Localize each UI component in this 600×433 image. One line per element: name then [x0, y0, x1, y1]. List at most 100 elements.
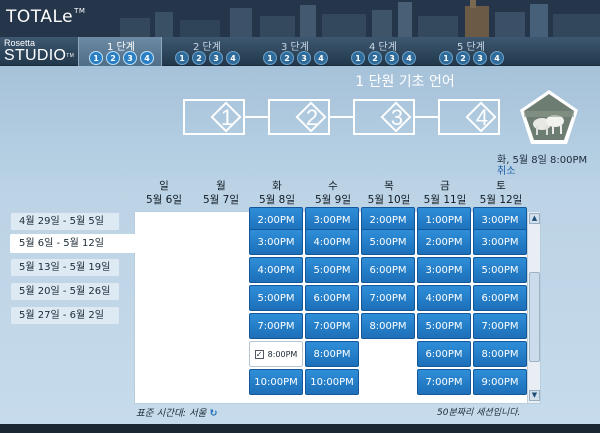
unit-button[interactable]: 4	[490, 51, 504, 65]
time-slot-button[interactable]: 7:00PM	[473, 313, 527, 339]
time-slot-button[interactable]: 6:00PM	[417, 341, 471, 367]
timezone-refresh-icon[interactable]: ↻	[209, 408, 218, 419]
day-date: 5월 10일	[367, 194, 411, 206]
time-slot-button[interactable]: 10:00PM	[249, 369, 303, 395]
time-slot-button[interactable]: 2:00PM	[417, 229, 471, 255]
time-slot-button[interactable]: 8:00PM	[305, 341, 359, 367]
top-header: TOTALeTM	[0, 0, 600, 37]
time-slot-label: 6:00PM	[313, 293, 351, 304]
time-slot-button[interactable]: 7:00PM	[305, 313, 359, 339]
time-slot-button[interactable]: 7:00PM	[361, 285, 415, 311]
time-slot-label: 8:00PM	[267, 350, 298, 359]
unit-button[interactable]: 2	[280, 51, 294, 65]
time-slot-label: 5:00PM	[257, 293, 295, 304]
unit-button[interactable]: 1	[175, 51, 189, 65]
totale-brand: TOTALeTM	[6, 7, 85, 27]
time-slot-button[interactable]: 9:00PM	[473, 369, 527, 395]
rosetta-studio-logo: Rosetta STUDIOTM	[4, 38, 76, 65]
unit-title: 1 단원 기초 언어	[355, 74, 455, 90]
time-slot-button[interactable]: 6:00PM	[473, 285, 527, 311]
time-slot-button[interactable]: 3:00PM	[473, 207, 527, 233]
time-slot-button[interactable]: 5:00PM	[473, 257, 527, 283]
day-of-week: 월	[216, 180, 226, 192]
week-item[interactable]: 5월 6일 - 5월 12일	[10, 234, 140, 253]
unit-button[interactable]: 4	[226, 51, 240, 65]
unit-button[interactable]: 3	[123, 51, 137, 65]
unit-button[interactable]: 3	[297, 51, 311, 65]
week-item[interactable]: 5월 27일 - 6월 2일	[10, 306, 120, 325]
unit-button[interactable]: 1	[89, 51, 103, 65]
unit-button[interactable]: 1	[263, 51, 277, 65]
time-slot-button[interactable]: 1:00PM	[417, 207, 471, 233]
time-slot-button[interactable]: 8:00PM	[473, 341, 527, 367]
unit-button[interactable]: 4	[402, 51, 416, 65]
time-slot-button[interactable]: 10:00PM	[305, 369, 359, 395]
time-slot-button[interactable]: 4:00PM	[249, 257, 303, 283]
brand-text: TOTALe	[6, 7, 74, 27]
time-slot-button[interactable]: 2:00PM	[361, 207, 415, 233]
unit-button[interactable]: 2	[368, 51, 382, 65]
time-slot-button[interactable]: 6:00PM	[361, 257, 415, 283]
time-slot-label: 5:00PM	[313, 265, 351, 276]
unit-button[interactable]: 3	[385, 51, 399, 65]
unit-button[interactable]: 4	[314, 51, 328, 65]
time-slot-label: 7:00PM	[369, 293, 407, 304]
day-of-week: 수	[328, 180, 338, 192]
unit-button[interactable]: 2	[106, 51, 120, 65]
time-slot-button[interactable]: 3:00PM	[473, 229, 527, 255]
time-slot-button[interactable]: 5:00PM	[417, 313, 471, 339]
timezone-label[interactable]: 표준 시간대: 서울 ↻	[136, 405, 217, 419]
unit-button[interactable]: 2	[456, 51, 470, 65]
stage-label: 3 단계	[281, 42, 309, 53]
scroll-up-icon[interactable]: ▲	[529, 213, 540, 224]
lesson-step-3[interactable]: 3	[353, 99, 415, 135]
lesson-step-2[interactable]: 2	[268, 99, 330, 135]
lesson-step-4[interactable]: 4	[438, 99, 500, 135]
unit-button[interactable]: 2	[192, 51, 206, 65]
time-slot-label: 4:00PM	[425, 293, 463, 304]
unit-button[interactable]: 3	[209, 51, 223, 65]
checkbox-checked-icon[interactable]: ✓	[254, 350, 264, 359]
selected-datetime: 화, 5월 8일 8:00PM	[497, 155, 588, 166]
unit-button[interactable]: 1	[439, 51, 453, 65]
time-slot-button[interactable]: 5:00PM	[361, 229, 415, 255]
time-slot-label: 10:00PM	[310, 377, 354, 388]
time-slot-button[interactable]: 3:00PM	[249, 229, 303, 255]
day-of-week: 화	[272, 180, 282, 192]
scrollbar[interactable]: ▲ ▼	[527, 212, 540, 403]
scroll-down-icon[interactable]: ▼	[529, 390, 540, 401]
week-item[interactable]: 5월 13일 - 5월 19일	[10, 258, 120, 277]
time-slot-button[interactable]: 3:00PM	[417, 257, 471, 283]
cancel-link[interactable]: 취소	[497, 166, 516, 177]
time-slot-label: 5:00PM	[481, 265, 519, 276]
time-slot-button[interactable]: 7:00PM	[249, 313, 303, 339]
time-slot-button[interactable]: 5:00PM	[305, 257, 359, 283]
milestone-pentagon-icon[interactable]	[518, 88, 580, 146]
scroll-thumb[interactable]	[529, 272, 540, 362]
selected-time-slot[interactable]: ✓8:00PM	[249, 341, 303, 367]
time-slot-button[interactable]: 7:00PM	[417, 369, 471, 395]
unit-button[interactable]: 1	[351, 51, 365, 65]
lesson-step-1[interactable]: 1	[183, 99, 245, 135]
week-item[interactable]: 4월 29일 - 5월 5일	[10, 212, 120, 231]
time-slot-button[interactable]: 5:00PM	[249, 285, 303, 311]
time-slot-button[interactable]: 8:00PM	[361, 313, 415, 339]
time-slot-button[interactable]: 6:00PM	[305, 285, 359, 311]
week-item[interactable]: 5월 20일 - 5월 26일	[10, 282, 120, 301]
time-slot-label: 3:00PM	[481, 215, 519, 226]
unit-button[interactable]: 4	[140, 51, 154, 65]
unit-button[interactable]: 3	[473, 51, 487, 65]
time-slot-button[interactable]: 4:00PM	[305, 229, 359, 255]
time-slot-label: 2:00PM	[257, 215, 295, 226]
time-slot-button[interactable]: 4:00PM	[417, 285, 471, 311]
